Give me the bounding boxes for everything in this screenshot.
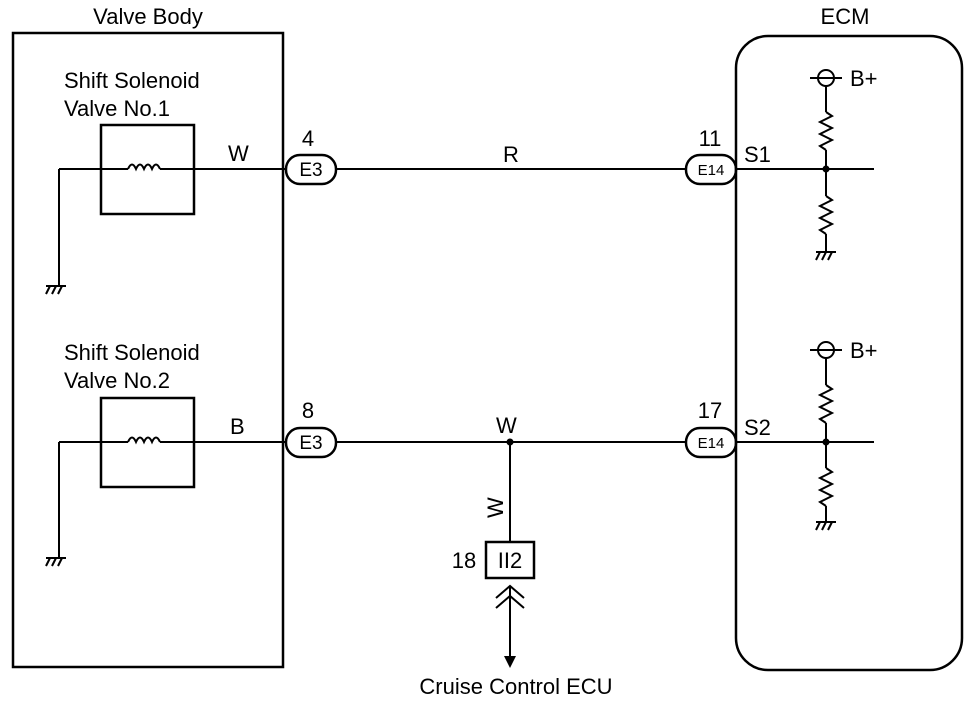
ecm-title: ECM: [821, 4, 870, 29]
resistor-icon: [817, 467, 835, 507]
resistor-icon: [817, 195, 835, 235]
ecm-box: [734, 34, 964, 672]
solenoid1-label-line1: Shift Solenoid: [64, 68, 200, 93]
connector-e3-top: E3 4: [284, 126, 338, 186]
solenoid1-wire-color: W: [228, 141, 249, 166]
connector-e14-top-pin: 11: [699, 126, 722, 151]
ground-icon: [815, 251, 836, 261]
cruise-control-ecu-label: Cruise Control ECU: [419, 674, 612, 699]
connector-e3-top-pin: 4: [302, 126, 314, 151]
wire-s1-line: R: [336, 142, 686, 170]
arrow-down-icon: [504, 656, 516, 668]
terminal-s2-label: S2: [744, 415, 771, 440]
supply2-label: B+: [850, 338, 878, 363]
connector-ii2-label: II2: [498, 548, 522, 573]
junction-dot: [822, 165, 830, 173]
connector-e14-top-label: E14: [698, 162, 725, 179]
shift-solenoid-valve-2: Shift Solenoid Valve No.2 B: [45, 340, 286, 567]
connector-e14-bottom: E14 17: [684, 398, 738, 459]
wire-color-top: R: [503, 142, 519, 167]
solenoid2-label-line1: Shift Solenoid: [64, 340, 200, 365]
resistor-icon: [817, 111, 835, 151]
connector-ii2-pin: 18: [452, 548, 476, 573]
ground-icon: [45, 557, 66, 567]
ecm-s2-circuit: S2 B+: [736, 338, 878, 531]
connector-e14-top: E14 11: [684, 126, 738, 186]
connector-e3-top-label: E3: [299, 160, 322, 181]
junction-dot: [822, 438, 830, 446]
shift-solenoid-valve-1: Shift Solenoid Valve No.1 W: [45, 68, 286, 295]
valve-body: Valve Body Shift Solenoid Valve No.1 W S…: [11, 4, 286, 669]
solenoid2-coil-icon: [127, 436, 161, 445]
valve-body-box: [11, 31, 285, 669]
solenoid1-label-line2: Valve No.1: [64, 96, 170, 121]
connector-e14-bottom-pin: 17: [698, 398, 722, 423]
solenoid2-label-line2: Valve No.2: [64, 368, 170, 393]
wire-color-branch: W: [483, 497, 508, 518]
connector-e3-bottom: E3 8: [284, 398, 338, 459]
connector-ii2: II2 18 Cruise Control ECU: [419, 540, 613, 699]
ground-icon: [815, 521, 836, 531]
solenoid2-wire-color: B: [230, 414, 245, 439]
connector-e14-bottom-label: E14: [698, 435, 725, 452]
supply1-label: B+: [850, 66, 878, 91]
wire-color-bottom: W: [496, 413, 517, 438]
connector-e3-bottom-pin: 8: [302, 398, 314, 423]
connector-e3-bottom-label: E3: [299, 433, 322, 454]
ground-icon: [45, 285, 66, 295]
ecm: ECM S1 B+ S2 B+: [734, 4, 964, 672]
resistor-icon: [817, 384, 835, 424]
wire-s2-line: W W: [336, 413, 686, 542]
ecm-s1-circuit: S1 B+: [736, 66, 878, 261]
terminal-s1-label: S1: [744, 142, 771, 167]
valve-body-title: Valve Body: [93, 4, 203, 29]
solenoid1-coil-icon: [127, 163, 161, 172]
